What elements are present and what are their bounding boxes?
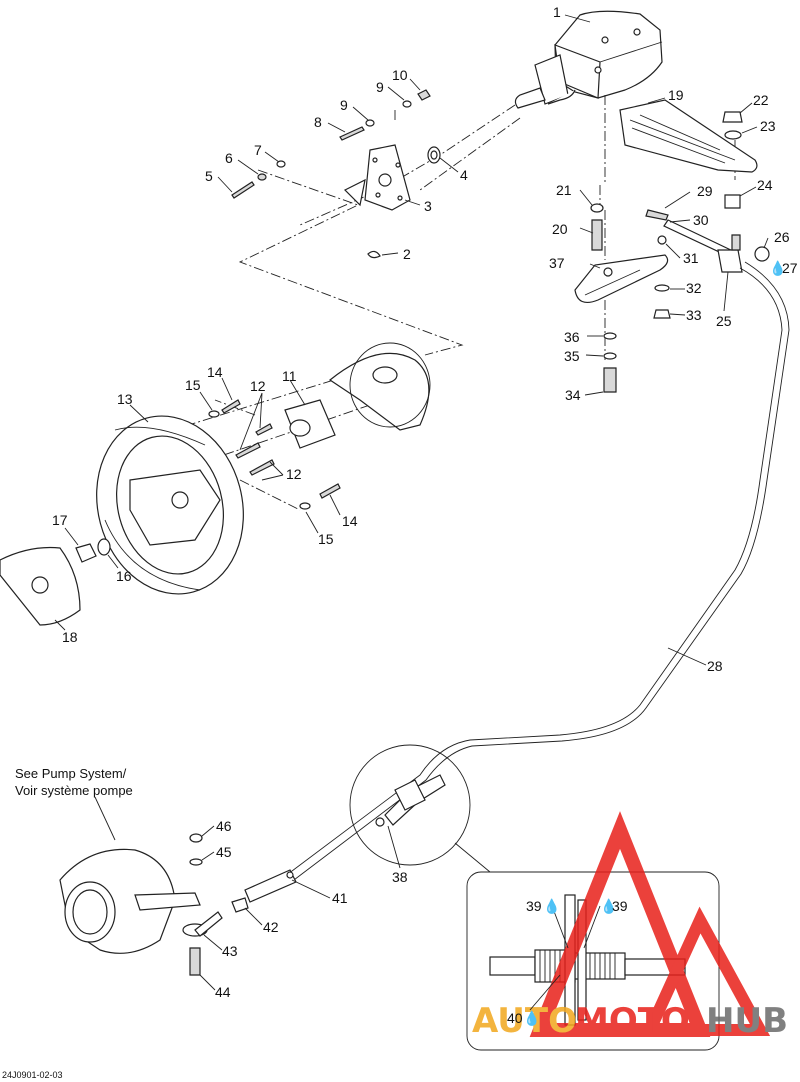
callout-13: 13	[117, 391, 133, 407]
callout-43: 43	[222, 943, 238, 959]
pump-system-note: See Pump System/ Voir système pompe	[15, 766, 133, 798]
callout-28: 28	[707, 658, 723, 674]
callout-9-b: 9	[376, 79, 384, 95]
callout-40: 40	[507, 1010, 523, 1026]
callout-32: 32	[686, 280, 702, 296]
callout-35: 35	[564, 348, 580, 364]
note-line-1: See Pump System/	[15, 766, 127, 781]
key-pin	[367, 250, 381, 259]
callout-37: 37	[549, 255, 565, 271]
watermark-moto: MOTO	[575, 1001, 690, 1041]
oil-drop-icon-39a: 💧	[543, 898, 560, 915]
callout-12-b: 12	[286, 466, 302, 482]
callout-38: 38	[392, 869, 408, 885]
callout-17: 17	[52, 512, 68, 528]
bracket-19	[619, 99, 758, 173]
callout-4: 4	[460, 167, 468, 183]
callout-7: 7	[254, 142, 262, 158]
steering-shaft-hub	[284, 342, 431, 449]
jet-pump-nozzle	[59, 848, 201, 954]
callout-26: 26	[774, 229, 790, 245]
mounting-plate	[343, 144, 411, 211]
steering-wheel	[96, 415, 244, 595]
callout-44: 44	[215, 984, 231, 1000]
callout-3: 3	[424, 198, 432, 214]
callout-25: 25	[716, 313, 732, 329]
callout-9-a: 9	[340, 97, 348, 113]
callout-14-b: 14	[342, 513, 358, 529]
small-hardware	[231, 89, 431, 199]
callout-23: 23	[760, 118, 776, 134]
callout-14-a: 14	[207, 364, 223, 380]
oil-drop-icon-39b: 💧	[600, 898, 617, 915]
callout-6: 6	[225, 150, 233, 166]
callout-31: 31	[683, 250, 699, 266]
callout-27: 27	[782, 260, 798, 276]
leader-lines	[54, 14, 769, 1011]
note-line-2: Voir système pompe	[15, 783, 133, 798]
callout-labels: 1 2 3 4 5 6 7 8 9 9 10 11 12 12 13 14 14…	[52, 4, 798, 1027]
callout-15-a: 15	[185, 377, 201, 393]
callout-36: 36	[564, 329, 580, 345]
callout-21: 21	[556, 182, 572, 198]
bolt-stack-right	[722, 111, 743, 209]
callout-20: 20	[552, 221, 568, 237]
watermark-auto: AUTO	[472, 1001, 577, 1041]
steering-head-housing	[514, 10, 663, 109]
center-pad	[0, 546, 81, 626]
watermark-hub: HUB	[706, 1001, 788, 1041]
callout-19: 19	[668, 87, 684, 103]
callout-11: 11	[282, 368, 297, 384]
callout-29: 29	[697, 183, 713, 199]
oil-drop-icon-40: 💧	[523, 1010, 540, 1027]
callout-1: 1	[553, 4, 561, 20]
callout-5: 5	[205, 168, 213, 184]
cable-end-parts	[182, 833, 297, 976]
callout-15-b: 15	[318, 531, 334, 547]
callout-30: 30	[693, 212, 709, 228]
callout-10: 10	[392, 67, 408, 83]
diagram-code: 24J0901-02-03	[2, 1070, 63, 1080]
bolt-stack-left	[590, 203, 604, 251]
automotohub-watermark: AUTO MOTO HUB	[472, 811, 788, 1041]
callout-12-a: 12	[250, 378, 266, 394]
callout-45: 45	[216, 844, 232, 860]
center-nut-washer	[75, 538, 111, 563]
callout-8: 8	[314, 114, 322, 130]
callout-41: 41	[332, 890, 348, 906]
callout-2: 2	[403, 246, 411, 262]
detail-circle	[349, 744, 491, 873]
bushing	[427, 146, 441, 164]
oil-drop-icon-27: 💧	[769, 260, 786, 277]
steering-cable	[279, 261, 790, 887]
callout-16: 16	[116, 568, 132, 584]
callout-18: 18	[62, 629, 78, 645]
callout-34: 34	[565, 387, 581, 403]
callout-46: 46	[216, 818, 232, 834]
callout-39-b: 39	[612, 898, 628, 914]
callout-24: 24	[757, 177, 773, 193]
lower-bolt-stack	[603, 332, 617, 393]
callout-42: 42	[263, 919, 279, 935]
bracket-37	[574, 254, 669, 303]
lever-assembly	[645, 209, 770, 319]
callout-33: 33	[686, 307, 702, 323]
callout-39-a: 39	[526, 898, 542, 914]
wheel-hardware	[208, 399, 341, 510]
callout-22: 22	[753, 92, 769, 108]
